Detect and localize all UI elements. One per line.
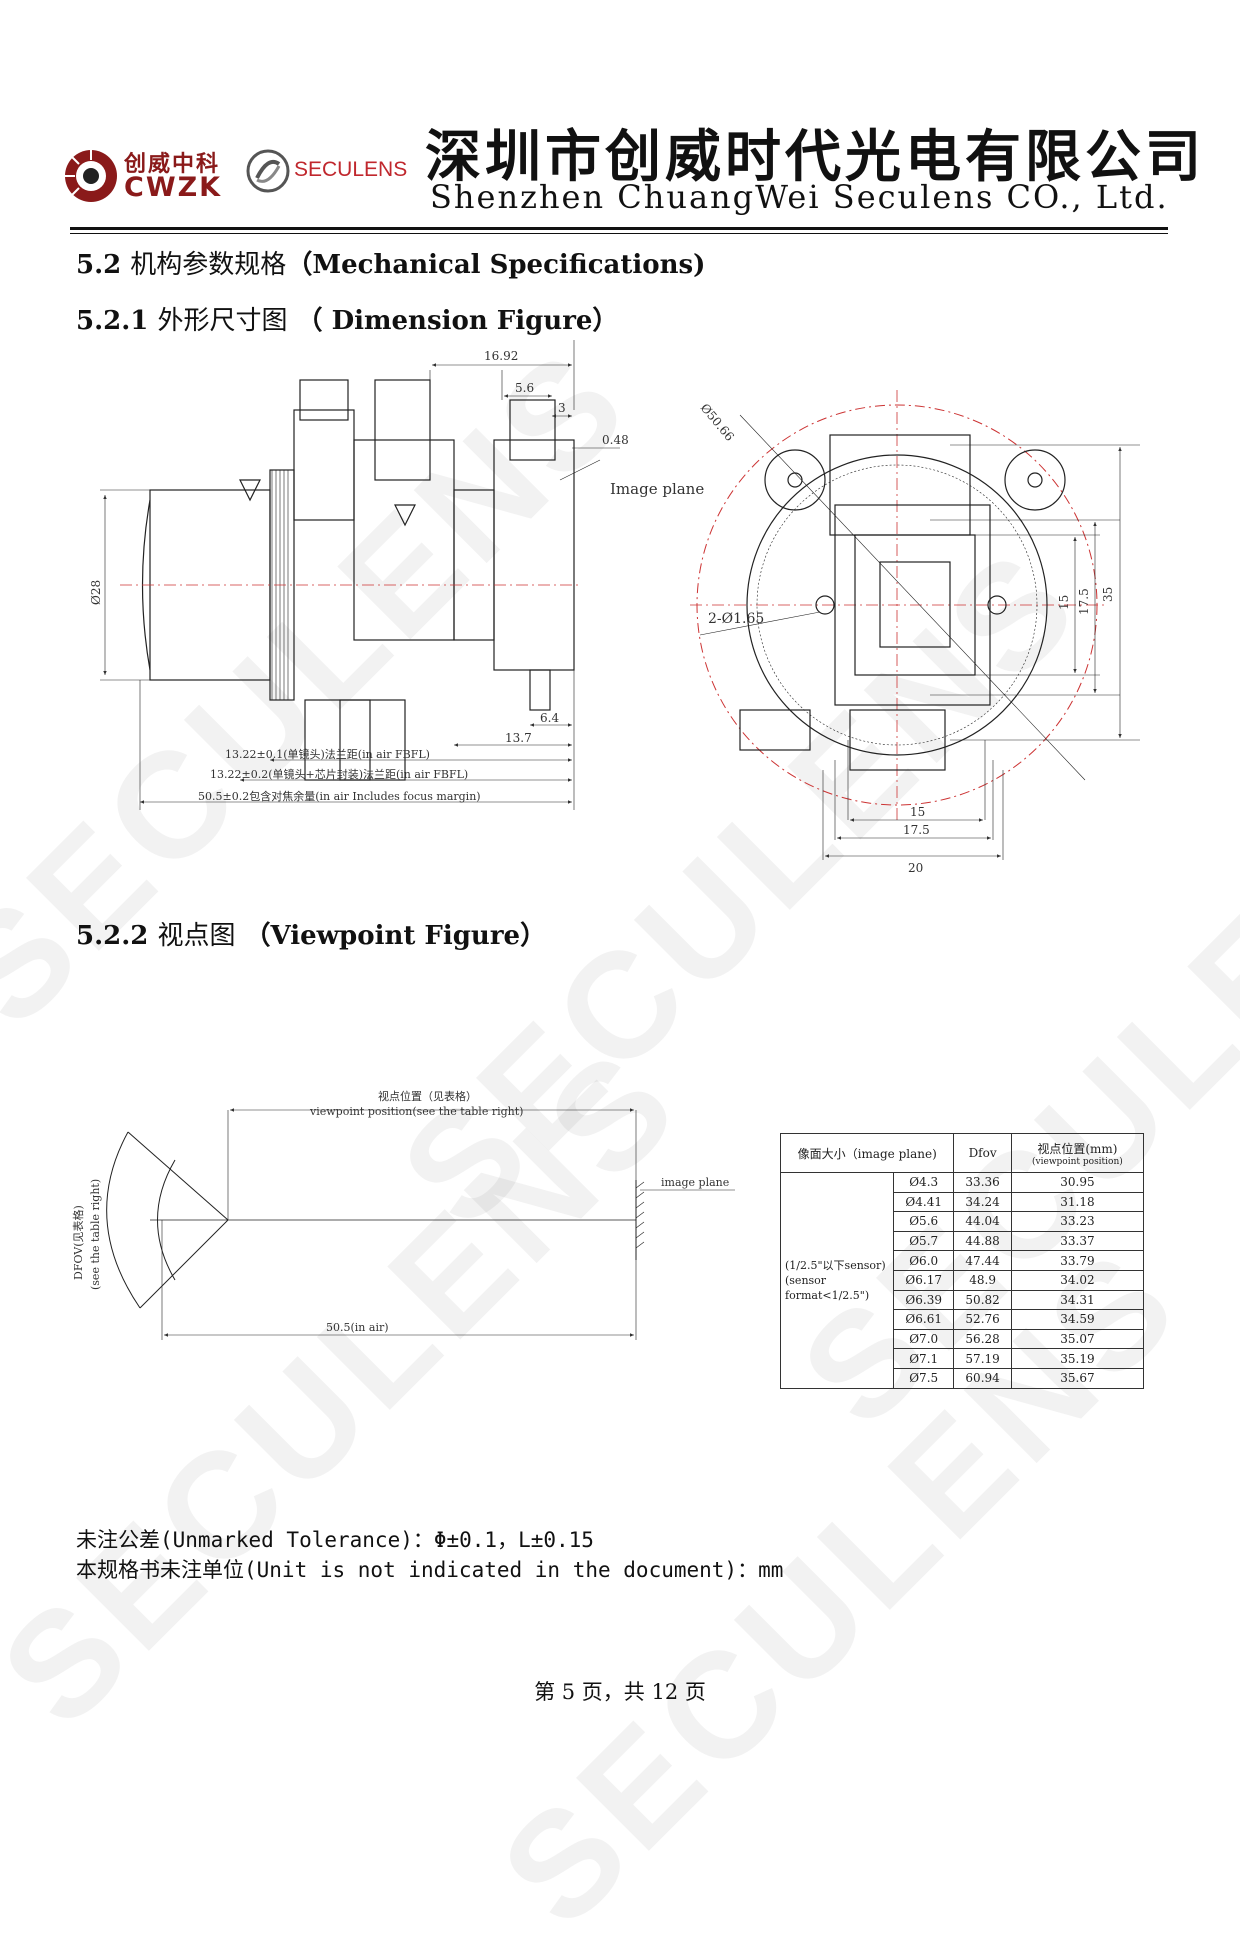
- dim-16-92: 16.92: [484, 349, 518, 363]
- total-length: 50.5±0.2包含对焦余量(in air Includes focus mar…: [198, 789, 481, 803]
- viewpoint-position-en: viewpoint position(see the table right): [309, 1105, 523, 1118]
- section-5-2-2-heading: 5.2.2 视点图 （Viewpoint Figure）: [76, 921, 547, 951]
- cwzk-logo-icon: [65, 150, 117, 202]
- mounting-holes: 2-Ø1.65: [708, 611, 764, 627]
- dim-diameter-50-66: Ø50.66: [698, 401, 737, 444]
- image-plane-label: image plane: [661, 1176, 729, 1189]
- dim-15-horizontal: 15: [910, 805, 925, 819]
- dim-20: 20: [908, 861, 923, 875]
- dimension-figure: 16.92 5.6 3 0.48 Image plane Ø28 6.4 13.…: [89, 340, 1140, 875]
- header-rule: [70, 233, 1168, 234]
- dim-17-5-horizontal: 17.5: [903, 823, 930, 837]
- dfov-cn: DFOV(见表格): [71, 1205, 85, 1280]
- table-header-dfov: Dfov: [953, 1133, 1012, 1173]
- tolerance-note: 未注公差(Unmarked Tolerance)：Φ±0.1，L±0.15: [76, 1528, 594, 1552]
- dim-3: 3: [558, 401, 566, 415]
- dim-diameter-28: Ø28: [89, 580, 103, 605]
- viewpoint-table: 像面大小（image plane) Dfov 视点位置(mm) (viewpoi…: [779, 1133, 1145, 1389]
- logo-cn: 创威中科: [124, 151, 221, 177]
- dim-0-48: 0.48: [602, 433, 629, 447]
- section-5-2-1-heading: 5.2.1 外形尺寸图 （ Dimension Figure）: [76, 306, 619, 336]
- dfov-en: (see the table right): [89, 1179, 102, 1290]
- seculens-logo-icon: [246, 149, 290, 193]
- brand-name: SECULENS: [294, 158, 408, 181]
- dim-13-7: 13.7: [505, 731, 532, 745]
- dim-5-6: 5.6: [515, 381, 534, 395]
- dim-35: 35: [1101, 587, 1115, 602]
- table-header-viewpoint: 视点位置(mm) (viewpoint position): [1010, 1133, 1145, 1173]
- company-name-cn: 深圳市创威时代光电有限公司: [425, 125, 1205, 190]
- dim-15-vertical: 15: [1057, 595, 1071, 610]
- image-plane-label: Image plane: [610, 480, 704, 498]
- dim-17-5-vertical: 17.5: [1077, 588, 1091, 615]
- viewpoint-figure: 视点位置（见表格） viewpoint position(see the tab…: [71, 1090, 735, 1340]
- unit-note: 本规格书未注单位(Unit is not indicated in the do…: [76, 1558, 784, 1582]
- sensor-format-label: (1/2.5"以下sensor) (sensor format<1/2.5"): [780, 1172, 894, 1389]
- dim-6-4: 6.4: [540, 711, 559, 725]
- viewpoint-position-cn: 视点位置（见表格）: [378, 1090, 477, 1103]
- company-name-en: Shenzhen ChuangWei Seculens CO., Ltd.: [430, 178, 1169, 216]
- page-number: 第 5 页，共 12 页: [534, 1680, 706, 1704]
- table-row: (1/2.5"以下sensor) (sensor format<1/2.5") …: [780, 1172, 1145, 1389]
- length-in-air: 50.5(in air): [326, 1321, 389, 1334]
- header-rule: [70, 227, 1168, 230]
- fbfl-single-lens: 13.22±0.1(单镜头)法兰距(in air FBFL): [225, 747, 430, 761]
- logo-en: CWZK: [124, 172, 223, 203]
- section-5-2-heading: 5.2 机构参数规格（Mechanical Specifications): [76, 250, 706, 280]
- fbfl-lens-chip: 13.22±0.2(单镜头+芯片封装)法兰距(in air FBFL): [210, 767, 468, 781]
- table-header-image-plane: 像面大小（image plane): [779, 1133, 955, 1173]
